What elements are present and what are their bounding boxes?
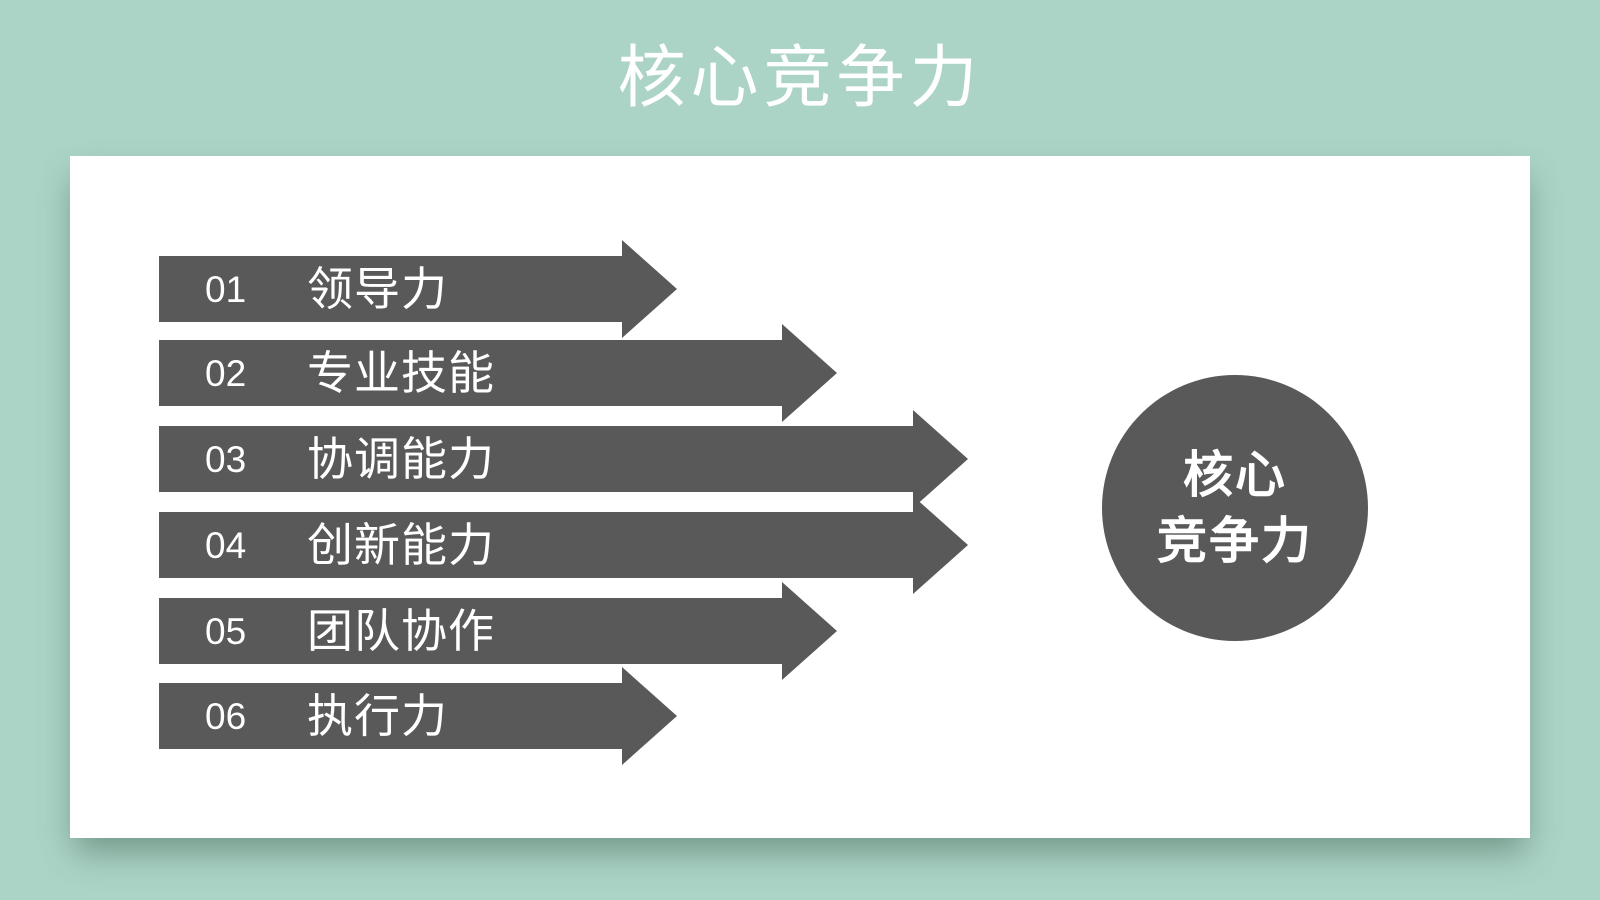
arrow-item-01: 01 领导力 <box>159 240 677 338</box>
arrow-item-06: 06 执行力 <box>159 667 677 765</box>
arrow-label: 专业技能 <box>307 347 495 399</box>
circle-label-line1: 核心 <box>1183 447 1287 503</box>
arrow-head-icon <box>913 496 968 594</box>
arrow-item-04: 04 创新能力 <box>159 496 968 594</box>
arrow-body: 02 专业技能 <box>159 340 782 406</box>
slide-title: 核心竞争力 <box>617 40 983 116</box>
arrow-label: 创新能力 <box>307 519 495 571</box>
core-competency-circle: 核心 竞争力 <box>1102 375 1368 641</box>
arrow-head-icon <box>782 582 837 680</box>
arrow-number: 03 <box>205 438 247 480</box>
content-card: 01 领导力 02 专业技能 03 协调能力 04 创新能力 05 团队协作 <box>70 156 1530 838</box>
arrow-body: 03 协调能力 <box>159 426 913 492</box>
arrow-label: 领导力 <box>307 263 448 315</box>
arrow-item-05: 05 团队协作 <box>159 582 837 680</box>
arrow-label: 执行力 <box>307 690 448 742</box>
arrow-number: 04 <box>205 524 247 566</box>
arrow-number: 06 <box>205 695 247 737</box>
arrow-head-icon <box>913 410 968 508</box>
arrow-number: 01 <box>205 268 247 310</box>
arrow-number: 05 <box>205 610 247 652</box>
arrow-head-icon <box>622 667 677 765</box>
arrow-body: 06 执行力 <box>159 683 622 749</box>
arrow-label: 协调能力 <box>307 433 495 485</box>
arrow-number: 02 <box>205 352 247 394</box>
arrow-item-03: 03 协调能力 <box>159 410 968 508</box>
arrow-head-icon <box>782 324 837 422</box>
arrow-body: 05 团队协作 <box>159 598 782 664</box>
arrow-body: 01 领导力 <box>159 256 622 322</box>
arrow-item-02: 02 专业技能 <box>159 324 837 422</box>
arrow-body: 04 创新能力 <box>159 512 913 578</box>
arrow-label: 团队协作 <box>307 605 495 657</box>
circle-label-line2: 竞争力 <box>1157 513 1313 569</box>
arrow-head-icon <box>622 240 677 338</box>
